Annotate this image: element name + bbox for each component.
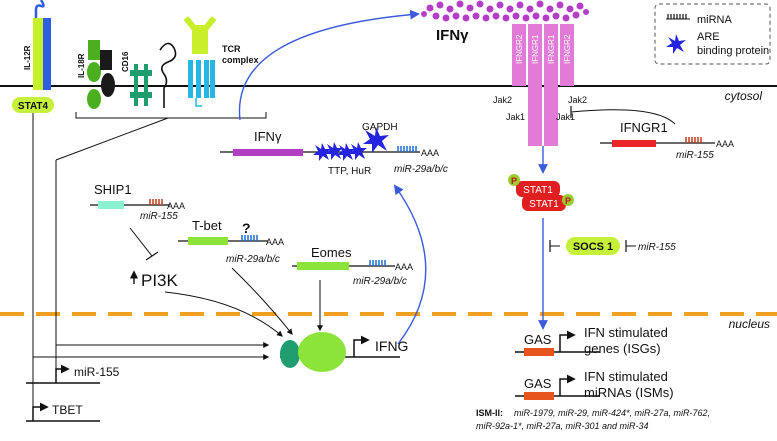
mir155-gene: miR-155 — [26, 364, 120, 384]
phospho-right-label: P — [565, 196, 571, 206]
are-binding-protein-cluster — [313, 127, 389, 161]
ship1-mir155-label: miR-155 — [140, 211, 178, 222]
ism-ii-prefix: ISM-II: — [476, 408, 503, 418]
ifng-gene-to-mrna-arrow — [393, 184, 427, 345]
ism-ii-list-1: miR-1979, miR-29, miR-424*, miR-27a, miR… — [514, 408, 710, 418]
signaling-squiggle — [159, 42, 177, 108]
ifngr1-left-label: IFNGR1 — [531, 34, 540, 64]
stat1-b-label: STAT1 — [529, 199, 559, 210]
tcr-complex: TCR complex — [183, 16, 259, 107]
pi3k: PI3K — [129, 270, 179, 290]
pi3k-label: PI3K — [141, 271, 179, 290]
cd16-label: CD16 — [121, 51, 130, 72]
phospho-right — [562, 194, 574, 206]
tbet-label: T-bet — [192, 218, 222, 233]
gas-isg: GAS IFN stimulated genes (ISGs) — [515, 325, 668, 356]
legend-are-label-2: binding protein — [697, 45, 769, 57]
receptor-bracket — [75, 112, 267, 119]
ifngr1-inhibition-curve — [570, 109, 676, 125]
cytosol-label: cytosol — [725, 89, 763, 103]
isg-label-1: IFN stimulated — [584, 325, 668, 340]
socs1-mir155-label: miR-155 — [638, 242, 676, 253]
phospho-left — [508, 174, 520, 186]
eomes-mrna: Eomes AAA miR-29a/b/c — [292, 245, 413, 287]
tbet-gene: TBET — [26, 402, 100, 422]
il12r-receptor: IL-12R — [23, 0, 51, 90]
ifngr2-left-label: IFNGR2 — [515, 34, 524, 64]
ifng-mrna-label: IFNγ — [254, 129, 282, 144]
ifng-mirna-site — [397, 146, 417, 152]
tbet-mir29-label: miR-29a/b/c — [226, 254, 280, 265]
tbet-gene-label: TBET — [52, 403, 83, 417]
ifngr1-aaa-label: AAA — [716, 139, 734, 149]
ship1-mrna: SHIP1 AAA miR-155 — [90, 182, 185, 222]
pi3k-to-gene-arrow — [164, 291, 283, 337]
ism-label-2: miRNAs (ISMs) — [584, 385, 674, 400]
tbet-question-label: ? — [242, 220, 251, 236]
ship1-pi3k-inhibition — [129, 227, 153, 257]
ifng-mir29-label: miR-29a/b/c — [394, 164, 448, 175]
il12r-label: IL-12R — [23, 45, 32, 70]
il18r-label: IL-18R — [77, 53, 86, 78]
jak2-right-label: Jak2 — [568, 95, 587, 105]
eomes-aaa-label: AAA — [395, 262, 413, 272]
stat1-a-label: STAT1 — [523, 185, 553, 196]
ifngr1-right-label: IFNGR1 — [547, 34, 556, 64]
legend-are-icon — [666, 34, 686, 54]
stat1-dimer: STAT1 STAT1 P P — [508, 174, 574, 211]
ifng-gene: IFNG — [280, 332, 408, 372]
tbet-aaa-label: AAA — [266, 237, 284, 247]
ifngr2-right-label: IFNGR2 — [563, 34, 572, 64]
gas1-label: GAS — [524, 332, 552, 347]
ifngr1-mir155-label: miR-155 — [676, 150, 714, 161]
ifngr1-mrna-label: IFNGR1 — [620, 120, 668, 135]
ttp-hur-label: TTP, HuR — [328, 166, 371, 177]
receptor-line — [55, 117, 169, 161]
ship1-label: SHIP1 — [94, 182, 132, 197]
isg-label-2: genes (ISGs) — [584, 341, 661, 356]
ifngr-receptor-complex: IFNGR2 IFNGR1 IFNGR1 IFNGR2 — [512, 24, 574, 146]
ifng-ligand-label: IFNγ — [436, 27, 469, 44]
ism-ii-list-2: miR-92a-1*, miR-27a, miR-301 and miR-34 — [476, 421, 649, 431]
legend-mirna-icon — [666, 14, 690, 20]
ifng-aaa-label: AAA — [421, 148, 439, 158]
legend-mirna-label: miRNA — [697, 14, 732, 26]
socs1-label: SOCS 1 — [573, 241, 613, 253]
ifng-mrna-to-secretion-arrow — [238, 9, 420, 121]
ism-label-1: IFN stimulated — [584, 369, 668, 384]
gas-ism: GAS IFN stimulated miRNAs (ISMs) — [515, 369, 674, 400]
tcr-label-1: TCR — [222, 44, 241, 54]
gapdh-label: GAPDH — [362, 122, 398, 133]
eomes-label: Eomes — [311, 245, 352, 260]
transcription-factor-light — [298, 332, 346, 372]
il18r-receptor: IL-18R — [77, 40, 115, 109]
jak1-left-label: Jak1 — [506, 112, 525, 122]
eomes-mir29-label: miR-29a/b/c — [353, 276, 407, 287]
jak2-left-label: Jak2 — [493, 95, 512, 105]
stat4-badge: STAT4 — [12, 97, 54, 113]
legend-are-label-1: ARE — [697, 31, 720, 43]
socs1: SOCS 1 miR-155 — [549, 237, 676, 255]
tbet-to-gene-arrow — [231, 267, 293, 335]
ifng-gene-label: IFNG — [375, 338, 408, 354]
stat4-label: STAT4 — [18, 101, 49, 112]
ifngr1-mrna: IFNGR1 miR-155 AAA — [600, 120, 734, 161]
nucleus-label: nucleus — [729, 317, 770, 331]
tcr-label-2: complex — [222, 55, 259, 65]
gas2-label: GAS — [524, 376, 552, 391]
ifng-ligand-cloud — [421, 0, 589, 22]
mir155-gene-label: miR-155 — [74, 365, 120, 379]
legend: miRNA ARE binding protein — [654, 3, 771, 65]
ship1-aaa-label: AAA — [167, 201, 185, 211]
tbet-mrna: T-bet ? AAA miR-29a/b/c — [178, 218, 284, 265]
ifng-mrna: IFNγ GAPDH TTP, HuR miR-29a/b/c AAA — [220, 122, 448, 177]
transcription-factor-dark — [280, 340, 300, 368]
phospho-left-label: P — [511, 176, 517, 186]
cd16-receptor: CD16 — [121, 51, 152, 106]
jak1-right-label: Jak1 — [556, 112, 575, 122]
ship1-pi3k-inhibition-bar — [145, 251, 159, 261]
